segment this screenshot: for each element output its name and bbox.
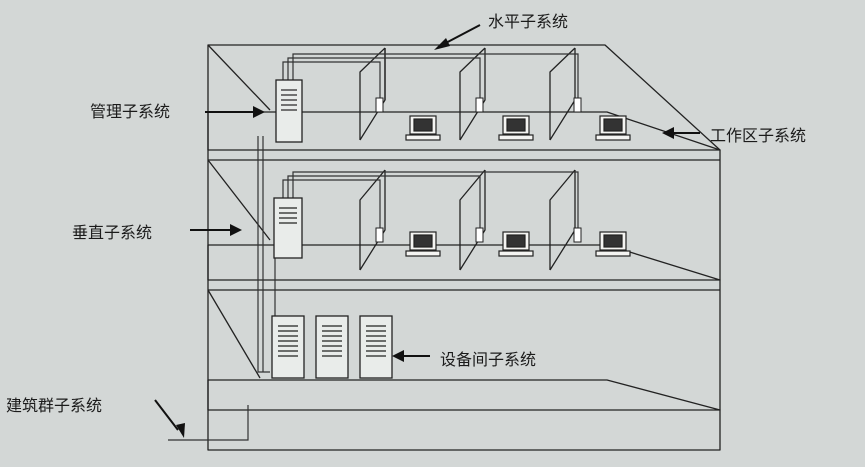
label-work-area-subsystem: 工作区子系统 (710, 126, 807, 145)
computer-icon (595, 231, 631, 257)
server-racks (271, 79, 393, 379)
partitions-middle-floor (359, 169, 576, 271)
server-rack-icon (271, 315, 305, 379)
computer-icon (498, 115, 534, 141)
computer-icon (405, 115, 441, 141)
label-equipment-room-subsystem: 设备间子系统 (440, 350, 537, 369)
arrow-icon (392, 350, 430, 362)
server-rack-icon (275, 79, 303, 143)
server-rack-icon (273, 197, 303, 259)
label-admin-subsystem: 管理子系统 (90, 102, 171, 121)
partitions-top-floor (359, 47, 576, 141)
floor-slab-top (207, 111, 721, 161)
floor-slab-bottom (207, 379, 721, 411)
server-rack-icon (359, 315, 393, 379)
arrow-icon (662, 127, 700, 139)
computer-icon (405, 231, 441, 257)
label-campus-subsystem: 建筑群子系统 (6, 396, 103, 415)
arrow-icon (190, 224, 242, 236)
floor-slab-middle (207, 244, 721, 291)
wall-outlets (375, 97, 582, 243)
computer-icon (498, 231, 534, 257)
label-horizontal-subsystem: 水平子系统 (488, 12, 569, 31)
arrow-icon (434, 24, 481, 50)
label-vertical-subsystem: 垂直子系统 (72, 223, 153, 242)
computer-icon (595, 115, 631, 141)
server-rack-icon (315, 315, 349, 379)
arrow-icon (205, 106, 265, 118)
arrow-icon (154, 399, 185, 438)
computers (405, 115, 631, 257)
leader-arrows (154, 24, 700, 438)
